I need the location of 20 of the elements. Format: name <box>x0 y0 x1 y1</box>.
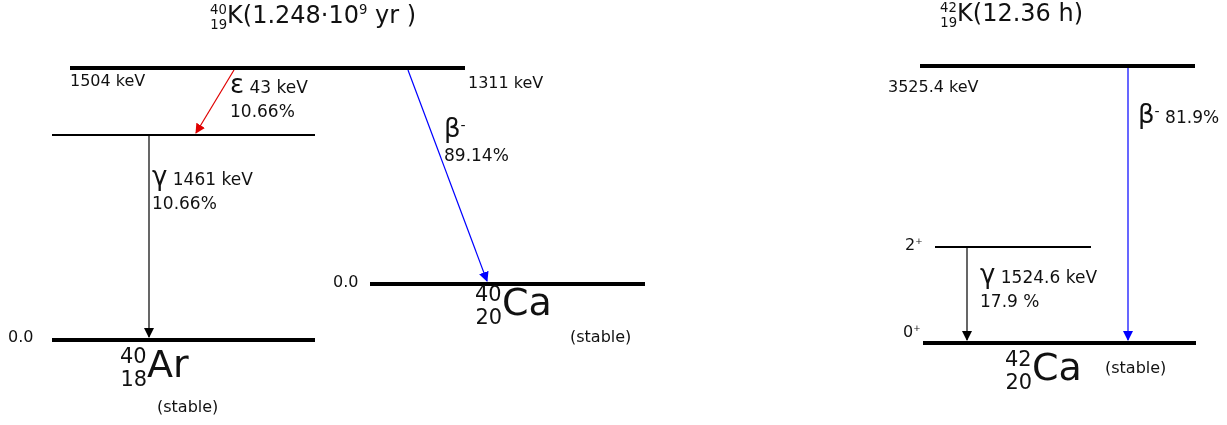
edge-label: γ 1524.6 keV 17.9 % <box>980 258 1098 312</box>
stability-note: (stable) <box>1105 359 1167 377</box>
transition-arrow <box>144 135 154 338</box>
stability-note: (stable) <box>157 398 219 416</box>
energy-label: 0.0 <box>333 273 359 291</box>
edge-label: ε 43 keV 10.66% <box>230 68 309 122</box>
energy-label: 1504 keV <box>70 72 146 90</box>
transition-arrow <box>195 69 235 134</box>
stability-note: (stable) <box>570 328 632 346</box>
edge-label: β$^{-}$ 81.9% <box>1138 98 1221 131</box>
energy-label: 1311 keV <box>468 74 544 92</box>
energy-label: 0.0 <box>8 328 34 346</box>
transition-arrow <box>1123 67 1133 341</box>
edge-label: β$^{-}$ 89.14% <box>444 112 510 166</box>
energy-label: 3525.4 keV <box>888 78 979 96</box>
energy-label: 0$^{+}$ <box>903 323 921 341</box>
transition-arrow <box>407 69 489 282</box>
transition-arrow <box>962 247 972 341</box>
energy-label: 2$^{+}$ <box>905 236 923 254</box>
edge-label: γ 1461 keV 10.66% <box>152 160 254 214</box>
